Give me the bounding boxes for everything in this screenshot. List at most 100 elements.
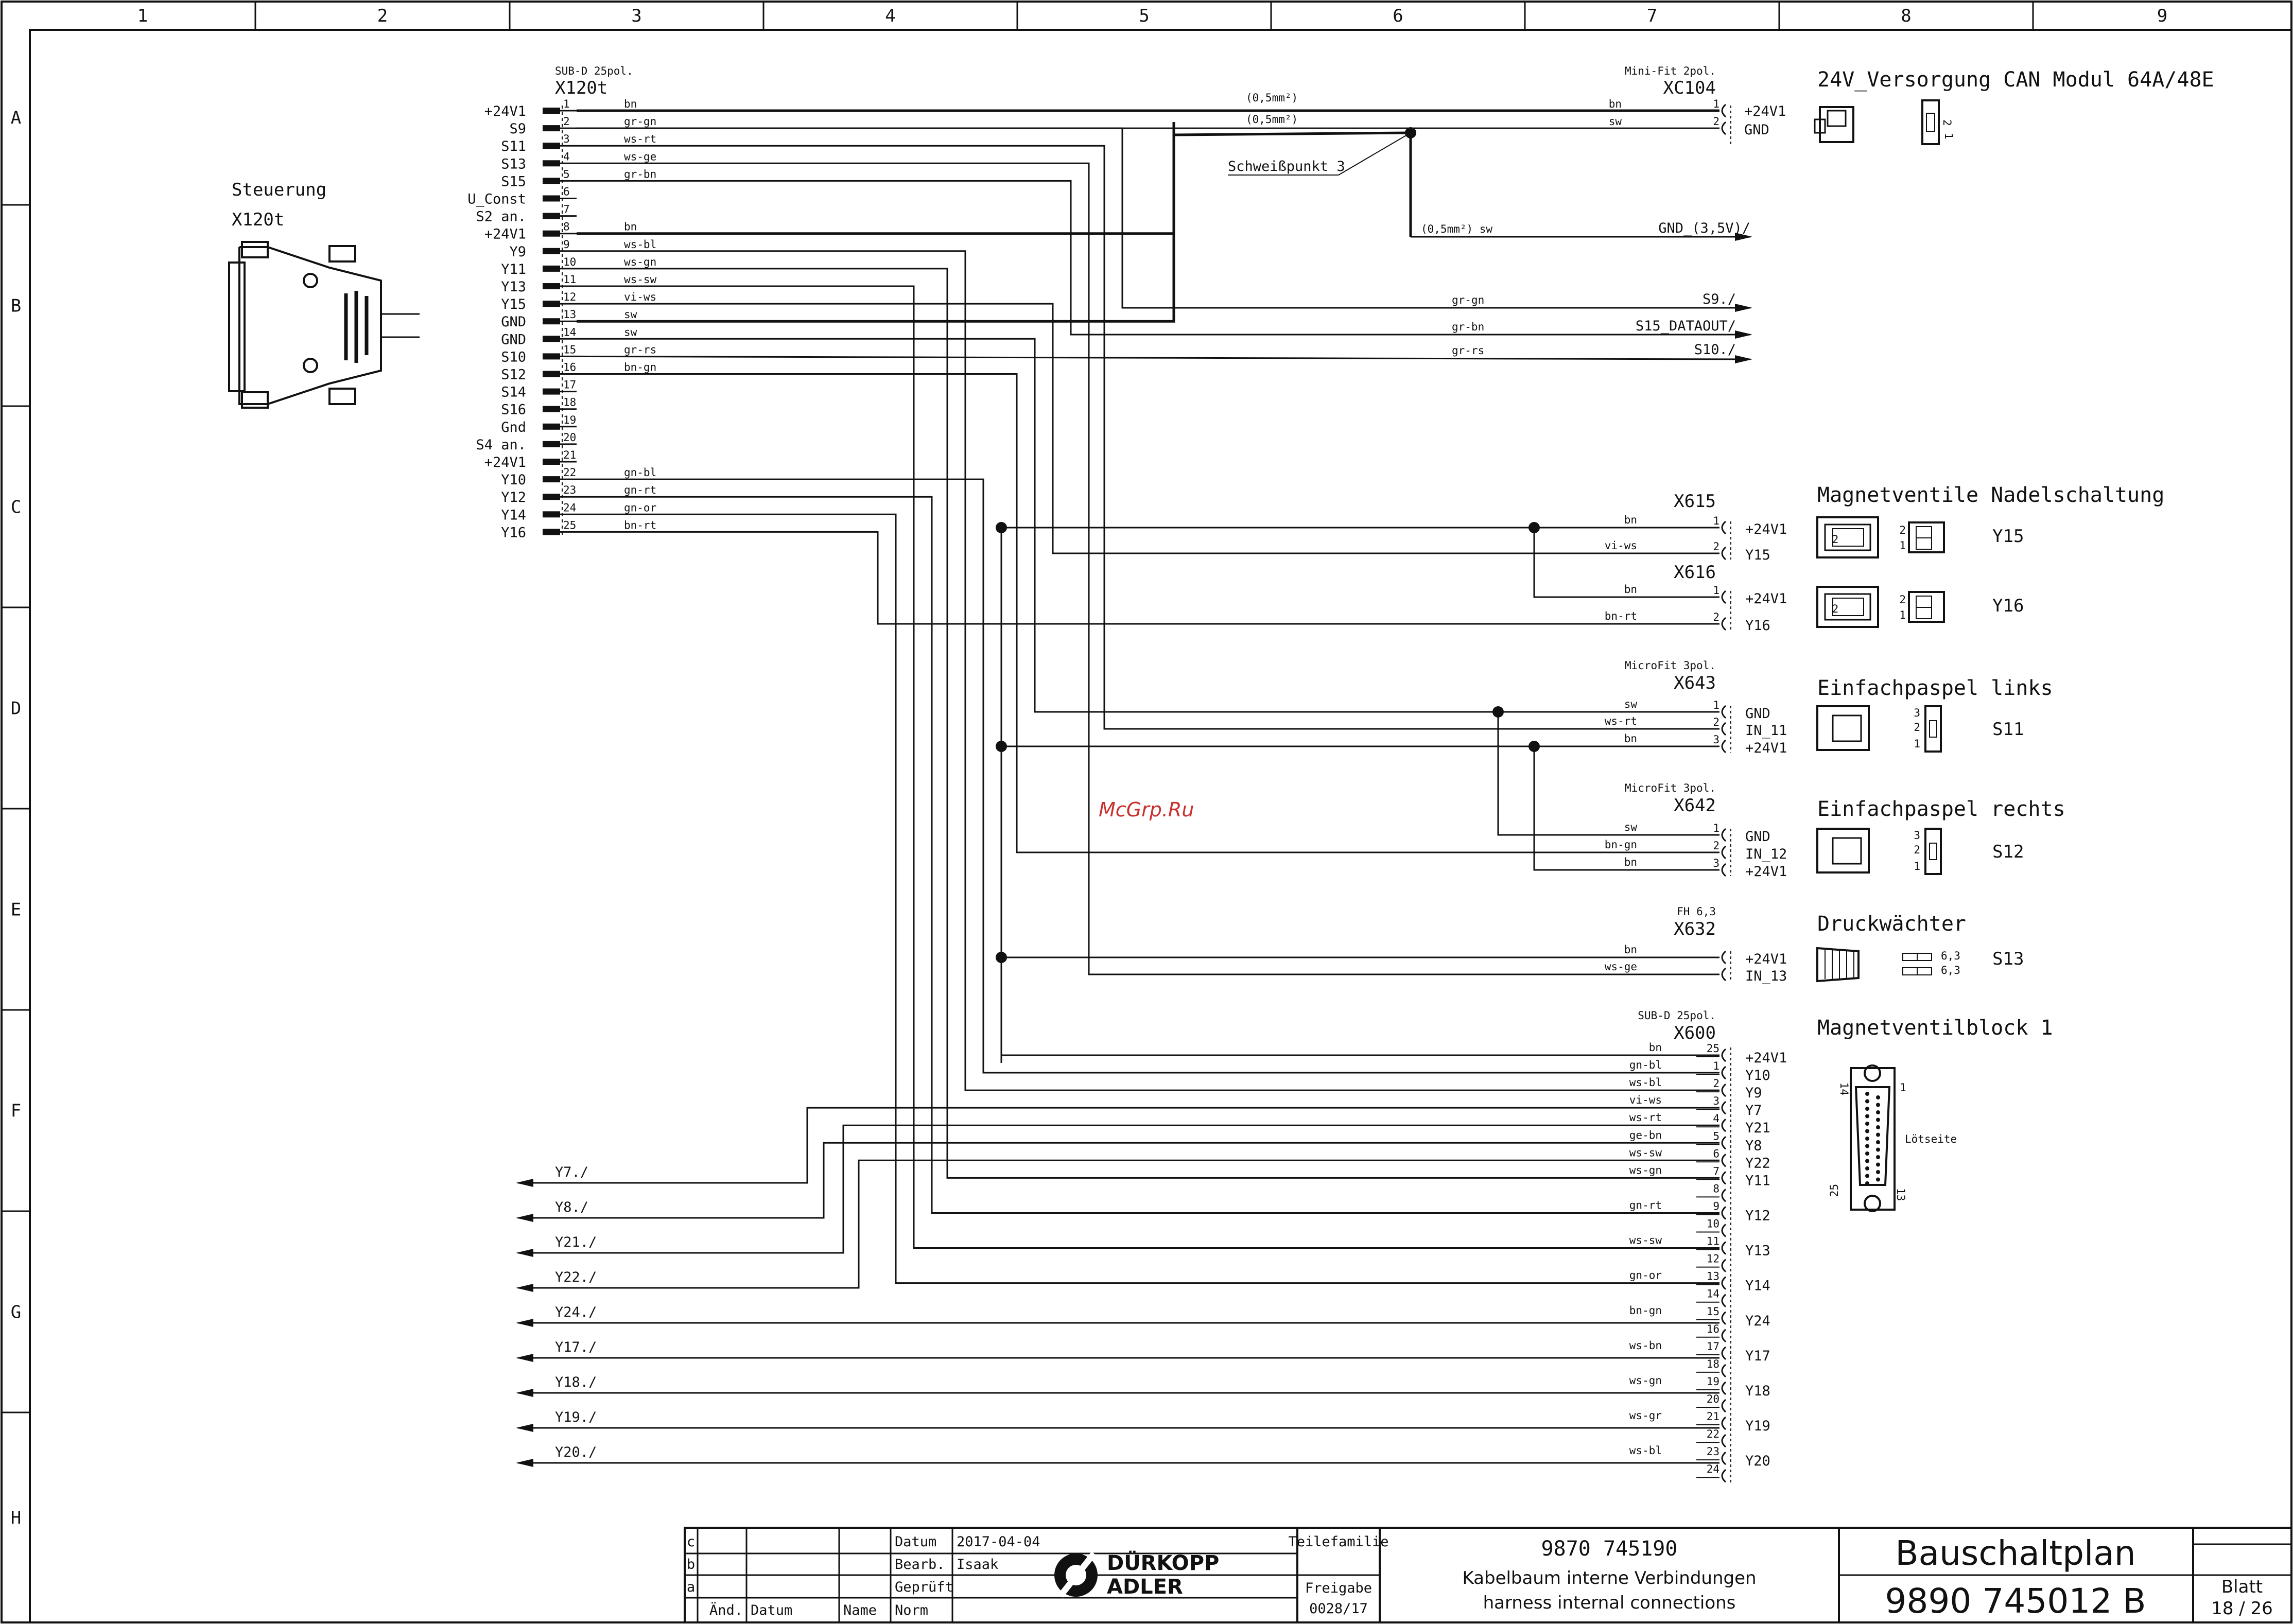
x120-pin-number: 25 <box>563 519 576 531</box>
subd-pin <box>1876 1110 1880 1114</box>
wire-color-label: sw <box>624 308 637 321</box>
output-label: Y21./ <box>555 1234 597 1250</box>
output-label: Y18./ <box>555 1374 597 1390</box>
x600-pin-number: 2 <box>1713 1077 1719 1090</box>
connector-pin-number: 2 <box>1713 611 1719 623</box>
x600-pin-number: 19 <box>1707 1375 1719 1388</box>
socket-contact-icon <box>1721 1416 1727 1430</box>
controller-connector-shell <box>238 246 382 405</box>
grid-row-label: D <box>11 699 21 719</box>
wire <box>518 1107 1719 1184</box>
paspel-connector-icon <box>1816 828 1870 874</box>
wire <box>1338 132 1411 176</box>
x120-pin-contact <box>543 283 560 289</box>
wire-color-label: bn <box>1624 514 1637 526</box>
x120-pin-number: 12 <box>563 291 576 303</box>
wire-color-label: ws-gn <box>1629 1164 1662 1176</box>
controller-connector-screw-top <box>241 241 269 258</box>
connector-pin-label: +24V1 <box>1745 864 1787 880</box>
x600-pin-number: 6 <box>1713 1147 1719 1160</box>
pin-number: 6,3 <box>1941 950 1960 962</box>
pin-number: 25 <box>1828 1184 1840 1197</box>
pressure-switch-plug-icon <box>1816 947 1860 983</box>
junction-dot <box>996 952 1007 963</box>
output-label: Y20./ <box>555 1444 597 1460</box>
subd-pin-field <box>1854 1086 1891 1186</box>
pin-number: 2 <box>1899 524 1906 536</box>
socket-contact-icon <box>1721 1364 1727 1378</box>
x600-pin-number: 15 <box>1707 1305 1719 1318</box>
box <box>1916 526 1932 538</box>
socket-contact-icon <box>1721 1189 1727 1202</box>
x600-pin-number: 12 <box>1707 1253 1719 1265</box>
grid-row-label: F <box>11 1101 21 1122</box>
subd-pin <box>1865 1151 1869 1156</box>
wire-color-label: ws-rt <box>624 133 656 145</box>
wire <box>577 250 1719 1091</box>
socket-contact-icon <box>1721 1311 1727 1325</box>
box <box>1814 118 1826 134</box>
x600-name: X600 <box>1674 1023 1716 1043</box>
document-type: Bauschaltplan <box>1895 1533 2135 1573</box>
x120-pin-label: S2 an. <box>476 209 526 225</box>
component-ref: Y16 <box>1992 596 2024 616</box>
wire-color-label: ws-sw <box>1629 1146 1662 1159</box>
subd-pin <box>1865 1129 1869 1133</box>
wire <box>576 355 1751 360</box>
arrow-right-icon <box>1735 330 1752 339</box>
x120-pin-label: S10 <box>501 349 526 365</box>
wire <box>577 373 1719 853</box>
controller-hole-icon <box>303 358 318 373</box>
wire-color-label: gn-bl <box>624 466 656 479</box>
blade-terminal-icon <box>1902 953 1918 961</box>
valve-icon <box>1816 516 1879 558</box>
x120-pin-number: 6 <box>563 186 570 198</box>
socket-contact-icon <box>1721 1241 1727 1255</box>
x120-pin-number: 11 <box>563 273 576 286</box>
wire-color-label: ws-bl <box>1629 1444 1662 1457</box>
pin-number: 2 <box>1832 603 1839 615</box>
socket-contact-icon <box>1721 1083 1727 1097</box>
box <box>1827 110 1847 127</box>
x632-name: X632 <box>1674 919 1716 939</box>
blade-terminal-icon <box>1902 967 1918 975</box>
component-title: Einfachpaspel links <box>1817 676 2053 700</box>
grid-row-label: B <box>11 296 21 317</box>
x600-pin-number: 24 <box>1707 1463 1719 1475</box>
wire <box>577 496 1719 1214</box>
x120-pin-label: GND <box>501 314 526 330</box>
document-number: 9890 745012 B <box>1885 1581 2146 1621</box>
wire-color-label: ws-ge <box>1605 961 1637 973</box>
subd-pin <box>1876 1095 1880 1099</box>
x120-pin-contact <box>543 248 560 254</box>
socket-contact-icon <box>1721 1381 1727 1395</box>
x120-pin-contact <box>543 213 560 219</box>
wire-color-label: gr-bn <box>1452 321 1484 333</box>
grid-col-label: 9 <box>2157 6 2167 26</box>
wire <box>577 127 1750 309</box>
subd-pin <box>1876 1103 1880 1107</box>
x120-pin-number: 3 <box>563 133 570 145</box>
title-block-value: 2017-04-04 <box>957 1534 1040 1550</box>
wire <box>577 145 1719 730</box>
subd-pin <box>1876 1132 1880 1137</box>
wire-color-label: ge-bn <box>1629 1129 1662 1141</box>
grid-col-label: 3 <box>631 6 641 26</box>
wire-color-label: ws-gn <box>1629 1374 1662 1387</box>
connector-pin-number: 2 <box>1713 540 1719 553</box>
revision-letter: a <box>687 1579 695 1595</box>
x120-pin-contact <box>543 230 560 237</box>
output-label: Y17./ <box>555 1339 597 1355</box>
connector-pin-number: 3 <box>1713 734 1719 746</box>
output-label: S10./ <box>1694 342 1736 358</box>
connector-pin-label: GND <box>1745 706 1770 722</box>
wire <box>1497 712 1719 836</box>
wire-color-label: gn-or <box>624 501 656 514</box>
x600-pin-label: Y14 <box>1745 1278 1770 1294</box>
output-label: Y19./ <box>555 1409 597 1425</box>
x600-pin-number: 22 <box>1707 1428 1719 1440</box>
box <box>1926 113 1935 132</box>
subd-pin <box>1865 1166 1869 1171</box>
connector-pin-number: 1 <box>1713 699 1719 711</box>
x120-pin-number: 14 <box>563 326 576 338</box>
